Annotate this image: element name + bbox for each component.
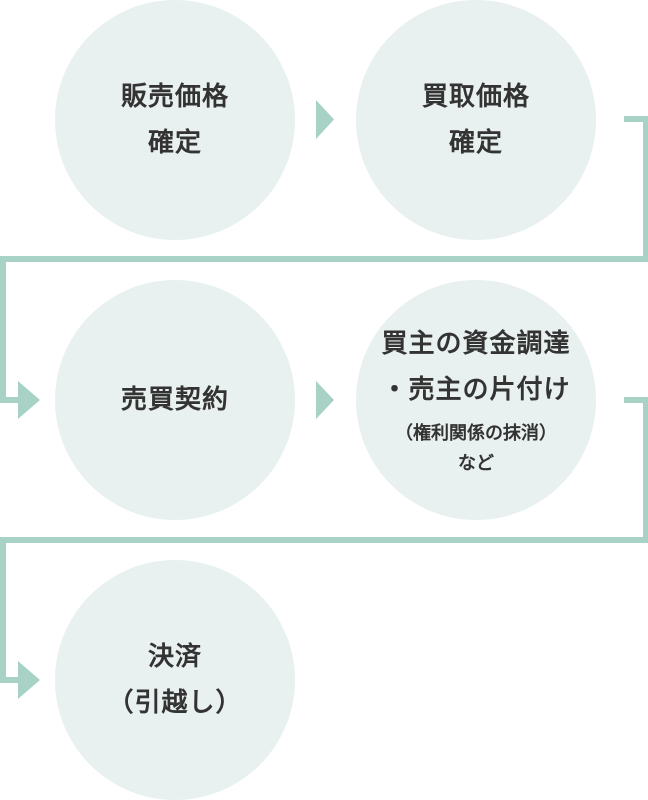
step-label: 販売価格	[120, 82, 229, 112]
step-note: （権利関係の抹消）	[395, 423, 557, 444]
step-note: など	[458, 453, 494, 474]
step-sales-contract: 売買契約	[55, 280, 295, 520]
arrow-right-icon	[316, 381, 334, 419]
step-label: （引越し）	[107, 688, 243, 718]
connector-row2-to-row3	[0, 397, 648, 683]
connector-row1-to-row2	[0, 116, 648, 403]
step-label: 確定	[147, 128, 202, 158]
step-label: ・売主の片付け	[381, 375, 571, 405]
arrow-right-icon	[316, 100, 334, 139]
arrow-right-icon	[18, 381, 40, 419]
step-label: 売買契約	[120, 385, 229, 415]
step-label: 確定	[448, 128, 503, 158]
step-purchase-price-confirmed: 買取価格 確定	[356, 0, 596, 240]
step-label: 買取価格	[421, 82, 530, 112]
step-label: 決済	[147, 642, 202, 672]
step-settlement: 決済 （引越し）	[55, 560, 295, 800]
step-sale-price-confirmed: 販売価格 確定	[55, 0, 295, 240]
step-label: 買主の資金調達	[381, 329, 571, 359]
arrow-right-icon	[18, 661, 40, 699]
step-funding-and-cleanup: 買主の資金調達 ・売主の片付け （権利関係の抹消） など	[356, 280, 596, 520]
